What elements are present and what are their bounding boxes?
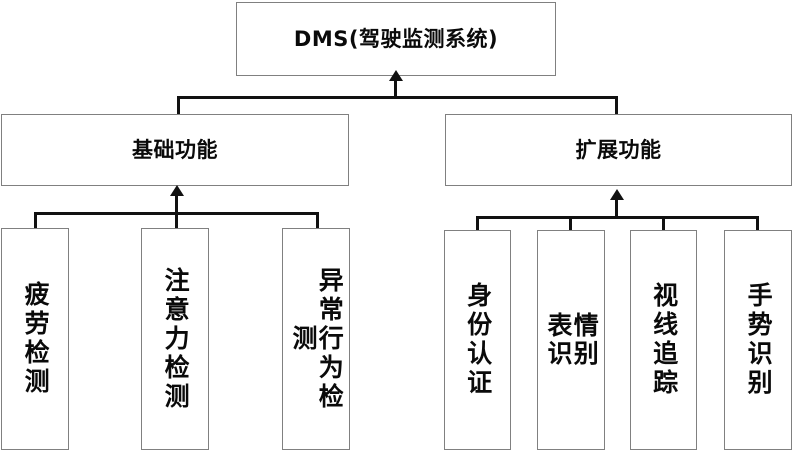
connector-basic-drop-1: [34, 212, 37, 229]
connector-root-drop-right: [615, 96, 618, 115]
node-gesture-recognition: 手势识别: [724, 230, 792, 450]
node-gaze-tracking: 视线追踪: [630, 230, 697, 450]
node-fatigue-detection-label: 疲劳检测: [21, 281, 51, 397]
connector-root-horizontal: [177, 96, 618, 99]
connector-root-stem: [394, 78, 397, 98]
connector-extended-drop-1: [476, 216, 479, 231]
node-extended-functions-label: 扩展功能: [575, 137, 662, 162]
arrow-up-icon-extended: [610, 189, 624, 200]
connector-basic-drop-3: [316, 212, 319, 229]
connector-basic-drop-2: [175, 212, 178, 229]
node-gesture-recognition-label: 手势识别: [744, 282, 774, 398]
node-basic-functions: 基础功能: [1, 114, 349, 186]
node-attention-detection: 注意力检测: [141, 228, 209, 450]
node-abnormal-behavior-detection: 异常行为检测: [282, 228, 350, 450]
node-identity-authentication-label: 身份认证: [463, 282, 493, 398]
connector-extended-drop-2: [569, 216, 572, 231]
arrow-up-icon-basic: [170, 185, 184, 196]
node-expression-recognition-label-column-right: 情别: [570, 312, 600, 368]
node-abnormal-behavior-detection-label: 异常行为检测: [289, 266, 345, 412]
connector-extended-drop-3: [662, 216, 665, 231]
node-basic-functions-label: 基础功能: [132, 137, 218, 162]
node-fatigue-detection: 疲劳检测: [1, 228, 69, 450]
node-dms: DMS(驾驶监测系统): [236, 2, 556, 76]
node-attention-detection-label: 注意力检测: [161, 266, 191, 412]
node-expression-recognition-label-column-left: 表识: [544, 312, 573, 368]
arrow-up-icon-root: [389, 70, 403, 81]
node-expression-recognition: 表识 情别: [537, 230, 605, 450]
connector-root-drop-left: [177, 96, 180, 115]
connector-basic-stem: [175, 192, 178, 214]
node-identity-authentication: 身份认证: [444, 230, 511, 450]
node-extended-functions: 扩展功能: [445, 114, 792, 186]
node-gaze-tracking-label: 视线追踪: [649, 282, 679, 398]
connector-extended-stem: [615, 196, 618, 218]
node-dms-label: DMS(驾驶监测系统): [293, 26, 499, 51]
connector-extended-drop-4: [756, 216, 759, 231]
